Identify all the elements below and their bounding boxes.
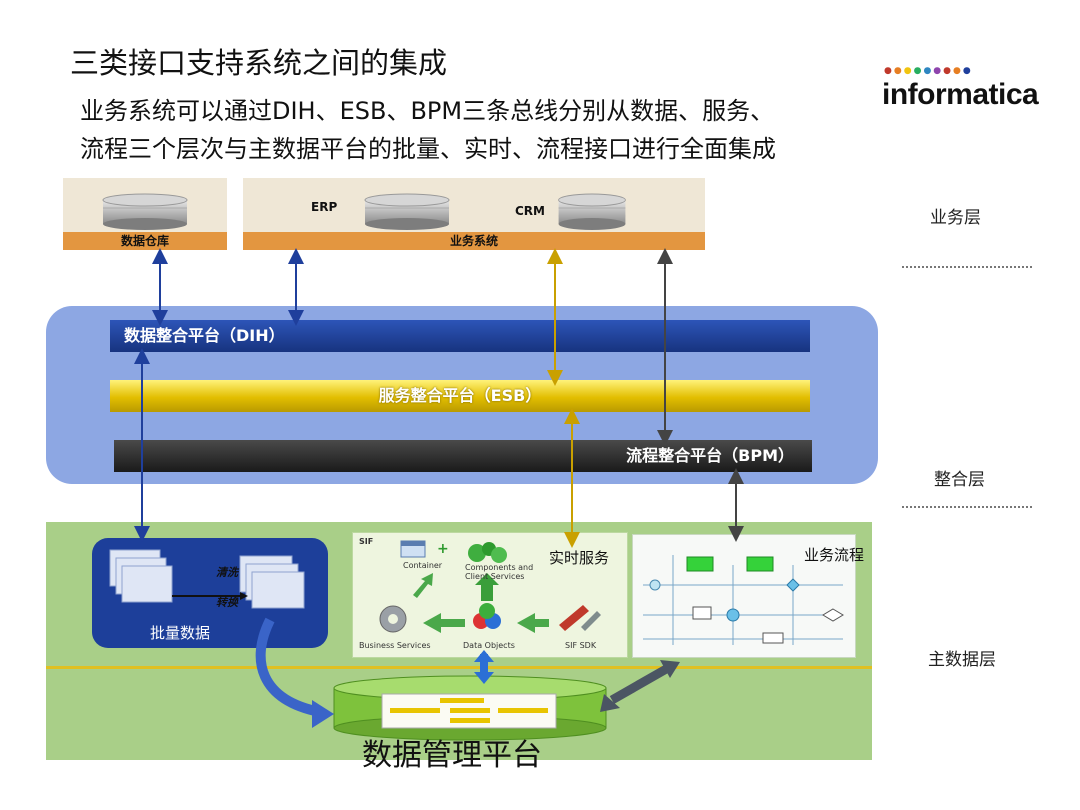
sif-realtime-box: SIF 实时服务 + Container Components and Clie… — [352, 532, 628, 658]
layer-divider — [902, 506, 1032, 508]
crm-database-icon — [558, 193, 626, 230]
logo-dots: ●●●●●●●●● — [884, 66, 973, 76]
realtime-service-label: 实时服务 — [549, 549, 610, 567]
page-title: 三类接口支持系统之间的集成 — [70, 46, 448, 80]
batch-data-box: 清洗 转换 批量数据 — [92, 538, 328, 648]
components-label: Components and Client Services — [465, 563, 534, 581]
business-systems-label: 业务系统 — [243, 232, 705, 250]
data-objects-label: Data Objects — [463, 641, 515, 650]
bpm-flow-icon — [643, 555, 844, 645]
data-warehouse-panel: 数据仓库 — [63, 178, 227, 250]
container-label: Container — [403, 561, 443, 570]
layer-label-integration: 整合层 — [934, 470, 985, 490]
sif-label: SIF — [359, 537, 374, 546]
layer-label-master: 主数据层 — [928, 650, 996, 670]
batch-data-label: 批量数据 — [150, 624, 211, 642]
esb-bus: 服务整合平台（ESB） — [110, 380, 810, 412]
crm-label: CRM — [515, 204, 545, 218]
business-systems-panel: ERP CRM 业务系统 — [243, 178, 705, 250]
sif-sdk-label: SIF SDK — [565, 641, 597, 650]
batch-to-platform-arrow — [255, 617, 322, 717]
data-platform-label: 数据管理平台 — [362, 738, 542, 773]
svg-text:+: + — [437, 541, 449, 557]
erp-label: ERP — [311, 200, 338, 214]
subtitle: 业务系统可以通过DIH、ESB、BPM三条总线分别从数据、服务、 流程三个层次与… — [80, 92, 776, 168]
workflow-to-platform-arrow — [609, 664, 671, 704]
layer-label-business: 业务层 — [930, 208, 981, 228]
subtitle-line-1: 业务系统可以通过DIH、ESB、BPM三条总线分别从数据、服务、 — [80, 97, 775, 125]
dih-bus: 数据整合平台（DIH） — [110, 320, 810, 352]
erp-database-icon — [364, 193, 450, 230]
layer-divider — [902, 266, 1032, 268]
workflow-box — [632, 534, 856, 658]
informatica-logo: informatica — [882, 78, 1039, 111]
table-grid-icon — [109, 549, 305, 609]
bpm-bus: 流程整合平台（BPM） — [114, 440, 812, 472]
subtitle-line-2: 流程三个层次与主数据平台的批量、实时、流程接口进行全面集成 — [80, 135, 776, 163]
data-warehouse-label: 数据仓库 — [63, 232, 227, 250]
clean-label: 清洗 — [216, 566, 238, 579]
business-services-label: Business Services — [359, 641, 431, 650]
database-icon — [102, 193, 188, 230]
transform-label: 转换 — [216, 596, 238, 609]
sif-architecture-icon: + — [379, 540, 601, 633]
master-bus-line — [46, 666, 872, 669]
workflow-label: 业务流程 — [804, 546, 865, 564]
data-platform-cylinder — [333, 675, 607, 741]
